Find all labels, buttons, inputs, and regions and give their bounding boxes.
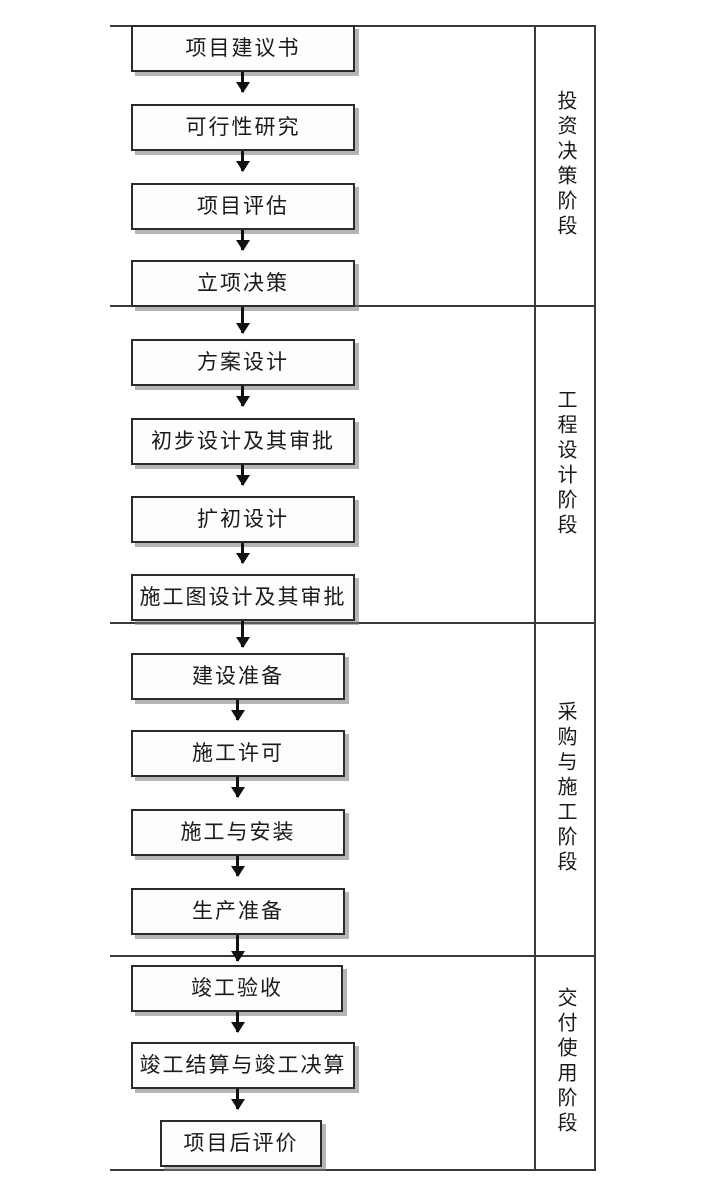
node-production-preparation[interactable]: 生产准备 (131, 888, 345, 935)
arrow-n7-to-n8 (236, 543, 250, 564)
table-frame-right-line (594, 25, 596, 1171)
node-construction-preparation[interactable]: 建设准备 (131, 653, 345, 700)
node-final-settlement-and-accounts[interactable]: 竣工结算与竣工决算 (131, 1042, 355, 1089)
phase-label-engineering-design: 工程设计阶段 (554, 388, 576, 539)
phase-divider-line-2 (110, 622, 596, 624)
arrow-n6-to-n7 (236, 465, 250, 486)
phase-label-delivery-use: 交付使用阶段 (554, 987, 576, 1137)
node-preliminary-design-approval[interactable]: 初步设计及其审批 (131, 418, 355, 465)
arrow-n4-to-n5 (236, 307, 250, 334)
node-construction-and-installation[interactable]: 施工与安装 (131, 809, 345, 856)
phase-column-divider-line (534, 25, 536, 1171)
arrow-n10-to-n11 (231, 777, 245, 798)
arrow-n9-to-n10 (231, 700, 245, 721)
arrow-n14-to-n15 (231, 1089, 245, 1110)
phase-label-procurement-construction: 采购与施工阶段 (554, 701, 576, 876)
node-completion-acceptance[interactable]: 竣工验收 (131, 965, 343, 1012)
arrow-n5-to-n6 (236, 386, 250, 407)
node-scheme-design[interactable]: 方案设计 (131, 339, 355, 386)
arrow-n2-to-n3 (236, 151, 250, 172)
arrow-n8-to-n9 (236, 621, 250, 648)
phase-label-investment-decision: 投资决策阶段 (554, 90, 576, 240)
arrow-n3-to-n4 (236, 230, 250, 251)
node-feasibility-study[interactable]: 可行性研究 (131, 104, 355, 151)
table-frame-bottom-line (110, 1169, 596, 1171)
node-project-proposal[interactable]: 项目建议书 (131, 25, 355, 72)
arrow-n1-to-n2 (236, 72, 250, 93)
arrow-n12-to-n13 (231, 935, 245, 962)
node-post-project-evaluation[interactable]: 项目后评价 (160, 1120, 322, 1167)
node-extended-preliminary-design[interactable]: 扩初设计 (131, 496, 355, 543)
node-project-approval-decision[interactable]: 立项决策 (131, 260, 355, 307)
node-project-appraisal[interactable]: 项目评估 (131, 183, 355, 230)
node-construction-permit[interactable]: 施工许可 (131, 730, 345, 777)
phase-divider-line-3 (110, 955, 596, 957)
arrow-n11-to-n12 (231, 856, 245, 877)
arrow-n13-to-n14 (231, 1012, 245, 1033)
node-construction-drawing-approval[interactable]: 施工图设计及其审批 (131, 574, 355, 621)
